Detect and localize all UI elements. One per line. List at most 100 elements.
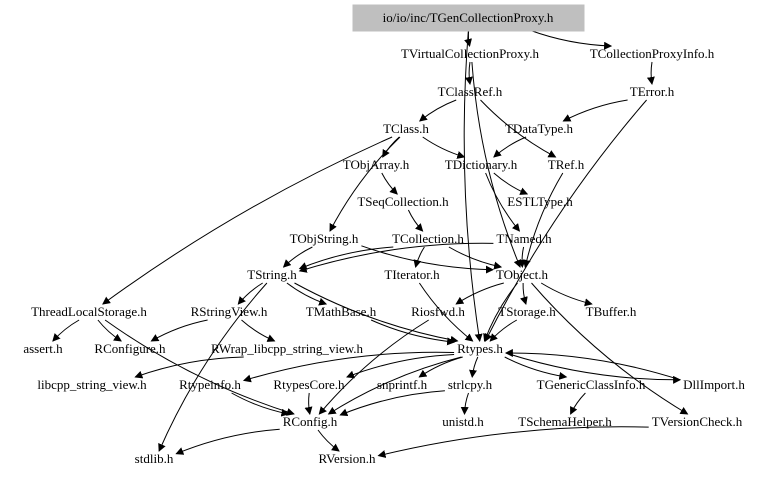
node-named[interactable]: TNamed.h [496,231,552,246]
edge-tobject-to-rtypes [483,282,518,342]
node-unistd[interactable]: unistd.h [442,414,484,429]
node-riosfwd[interactable]: Riosfwd.h [411,304,465,319]
node-tclass[interactable]: TClass.h [383,121,429,136]
node-iterator[interactable]: TIterator.h [384,267,440,282]
edge-rconfig-to-stdlib [175,428,280,455]
node-estl[interactable]: ESTLType.h [507,194,573,209]
edge-dllimport-to-rtypes [504,348,681,381]
node-rversion[interactable]: RVersion.h [318,451,376,466]
edge-rtypes-to-gci [504,356,568,380]
edge-tls-to-rconfig [104,319,295,416]
edge-cpi-to-terror [646,61,655,85]
node-objarray[interactable]: TObjArray.h [343,157,410,172]
edge-tls-to-assert [52,319,80,342]
node-libcpp[interactable]: libcpp_string_view.h [37,377,147,392]
node-gci[interactable]: TGenericClassInfo.h [537,377,646,392]
edge-datatype-to-dictionary [493,136,527,158]
edge-rtypes-to-rconfig [327,356,462,415]
edge-collection-to-tstring [298,246,394,270]
edge-dictionary-to-estl [493,172,529,195]
node-rsv[interactable]: RStringView.h [191,304,268,319]
edge-vcp-to-tobject [471,61,522,268]
edge-tstring-to-stdlib [158,282,268,452]
node-rtypescore[interactable]: RtypesCore.h [273,377,345,392]
node-collection[interactable]: TCollection.h [392,231,464,246]
edge-tclass-to-dictionary [422,136,466,159]
node-vcp[interactable]: TVirtualCollectionProxy.h [401,46,540,61]
node-rtypeinfo[interactable]: Rtypeinfo.h [179,377,241,392]
edge-gci-to-schemahelper [570,392,586,415]
node-classref[interactable]: TClassRef.h [438,84,503,99]
node-buffer[interactable]: TBuffer.h [586,304,637,319]
node-rtypes[interactable]: Rtypes.h [457,341,503,356]
node-tls[interactable]: ThreadLocalStorage.h [31,304,147,319]
edge-objarray-to-seqcoll [381,172,398,195]
edge-tobject-to-storage [520,282,528,305]
edge-collection-to-tobject [448,246,503,270]
node-schemahelper[interactable]: TSchemaHelper.h [518,414,612,429]
edge-strlcpy-to-rconfig [339,390,445,417]
node-mathbase[interactable]: TMathBase.h [306,304,377,319]
edge-tclass-to-objstring [329,136,401,232]
edge-tobject-to-buffer [540,282,593,307]
edge-rtypeinfo-to-rconfig [231,392,290,417]
root-node-label[interactable]: io/io/inc/TGenCollectionProxy.h [383,10,554,25]
edge-seqcoll-to-collection [407,209,424,232]
edge-tls-to-rconfigure [97,319,122,342]
node-storage[interactable]: TStorage.h [498,304,556,319]
node-objstring[interactable]: TObjString.h [290,231,359,246]
node-strlcpy[interactable]: strlcpy.h [448,377,493,392]
edge-rsv-to-rconfigure [150,319,208,342]
nodes-layer: io/io/inc/TGenCollectionProxy.h TVirtual… [23,4,745,466]
edge-tstring-to-rtypes [294,282,459,344]
edge-mathbase-to-rtypes [370,319,456,346]
edge-rtypes-to-dllimport [505,352,682,384]
edge-tclass-to-tls [102,136,393,305]
edge-classref-to-tclass [419,99,457,122]
edge-root-to-rtypes [463,29,483,342]
edge-rsv-to-rwrap [241,319,276,342]
edge-iterator-to-rtypes [418,282,474,342]
node-tref[interactable]: TRef.h [548,157,585,172]
edge-tstring-to-mathbase [286,282,328,306]
node-terror[interactable]: TError.h [630,84,675,99]
edge-vcp-to-classref [464,61,473,85]
node-tobject[interactable]: TObject.h [496,267,549,282]
node-assert[interactable]: assert.h [23,341,63,356]
node-snprintf[interactable]: snprintf.h [377,377,428,392]
edge-tobject-to-riosfwd [455,282,504,305]
edge-rconfig-to-rversion [317,429,340,452]
edge-terror-to-datatype [562,99,628,122]
edge-tobject-to-versioncheck [531,282,689,415]
node-rconfig[interactable]: RConfig.h [283,414,338,429]
edge-root-to-cpi [529,29,613,50]
edge-objstring-to-tobject [361,245,494,274]
node-seqcoll[interactable]: TSeqCollection.h [357,194,449,209]
edge-rtypes-to-strlcpy [469,356,479,378]
edge-named-to-tobject [517,246,526,268]
node-stdlib[interactable]: stdlib.h [135,451,174,466]
edge-tstring-to-rsv [237,282,263,305]
edge-classref-to-tref [480,99,557,158]
edge-rtypescore-to-rconfig [304,392,313,415]
edge-versioncheck-to-rversion [377,426,649,458]
node-rconfigure[interactable]: RConfigure.h [94,341,166,356]
node-rwrap[interactable]: RWrap_libcpp_string_view.h [211,341,364,356]
edge-rtypes-to-rtypescore [346,354,455,379]
edges-layer [52,29,689,458]
edge-rwrap-to-libcpp [134,356,244,379]
edge-named-to-tstring [298,242,494,273]
node-datatype[interactable]: TDataType.h [505,121,574,136]
edge-dictionary-to-named [485,172,521,232]
node-versioncheck[interactable]: TVersionCheck.h [652,414,743,429]
node-tstring[interactable]: TString.h [247,267,297,282]
edge-tref-to-tobject [522,172,564,268]
edge-objstring-to-tstring [282,246,313,268]
edge-terror-to-rtypes [484,99,647,342]
root-node-highlight [352,4,585,32]
node-dllimport[interactable]: DllImport.h [683,377,745,392]
node-dictionary[interactable]: TDictionary.h [445,157,518,172]
edge-strlcpy-to-unistd [460,392,469,415]
edge-rtypes-to-rtypeinfo [242,351,455,383]
node-cpi[interactable]: TCollectionProxyInfo.h [590,46,715,61]
